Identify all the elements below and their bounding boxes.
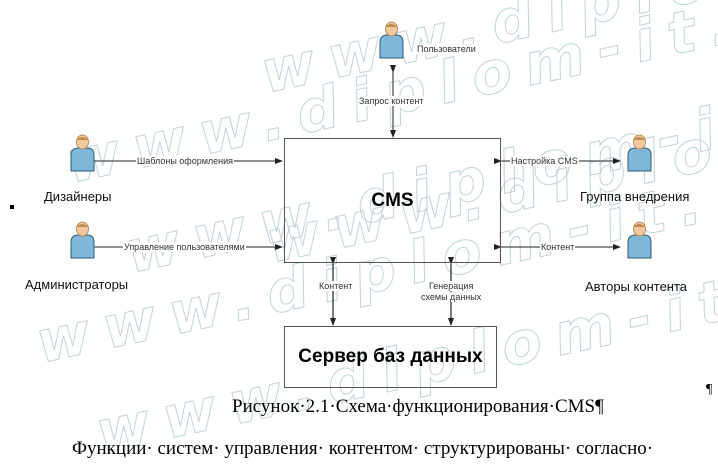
user-icon-designers bbox=[70, 134, 95, 172]
actor-name-designers: Дизайнеры bbox=[44, 189, 112, 204]
user-icon-admins bbox=[70, 221, 95, 259]
actor-label-users: Пользователи bbox=[416, 44, 477, 54]
user-icon-implementation bbox=[627, 134, 652, 172]
database-server-label: Сервер баз данных bbox=[298, 346, 483, 367]
paragraph-mark: ¶ bbox=[706, 382, 713, 397]
flow-label-designers: Шаблоны оформления bbox=[136, 156, 235, 166]
user-icon-users bbox=[379, 21, 404, 59]
cms-box-label: CMS bbox=[371, 189, 414, 211]
actor-name-authors: Авторы контента bbox=[585, 279, 688, 294]
cms-box: CMS bbox=[284, 138, 501, 263]
actor-name-implementation: Группа внедрения bbox=[580, 189, 690, 204]
flow-label-admins: Управление пользователями bbox=[123, 242, 246, 252]
flow-label-authors: Контент bbox=[540, 242, 576, 252]
flow-label-db-content: Контент bbox=[318, 281, 354, 291]
body-paragraph: Функции· систем· управления· контентом· … bbox=[72, 438, 654, 459]
list-bullet bbox=[10, 205, 14, 209]
user-icon-authors bbox=[627, 221, 652, 259]
figure-caption: Рисунок·2.1·Схема·функционирования·CMS¶ bbox=[232, 396, 604, 417]
flow-label-db-schema-line2: схемы данных bbox=[420, 292, 483, 302]
flow-label-db-schema-line1: Генерация bbox=[428, 281, 475, 291]
flow-label-implementation: Настройка CMS bbox=[510, 156, 579, 166]
actor-name-admins: Администраторы bbox=[25, 277, 129, 292]
flow-label-users: Запрос контент bbox=[358, 96, 425, 106]
database-server-box: Сервер баз данных bbox=[284, 326, 497, 388]
